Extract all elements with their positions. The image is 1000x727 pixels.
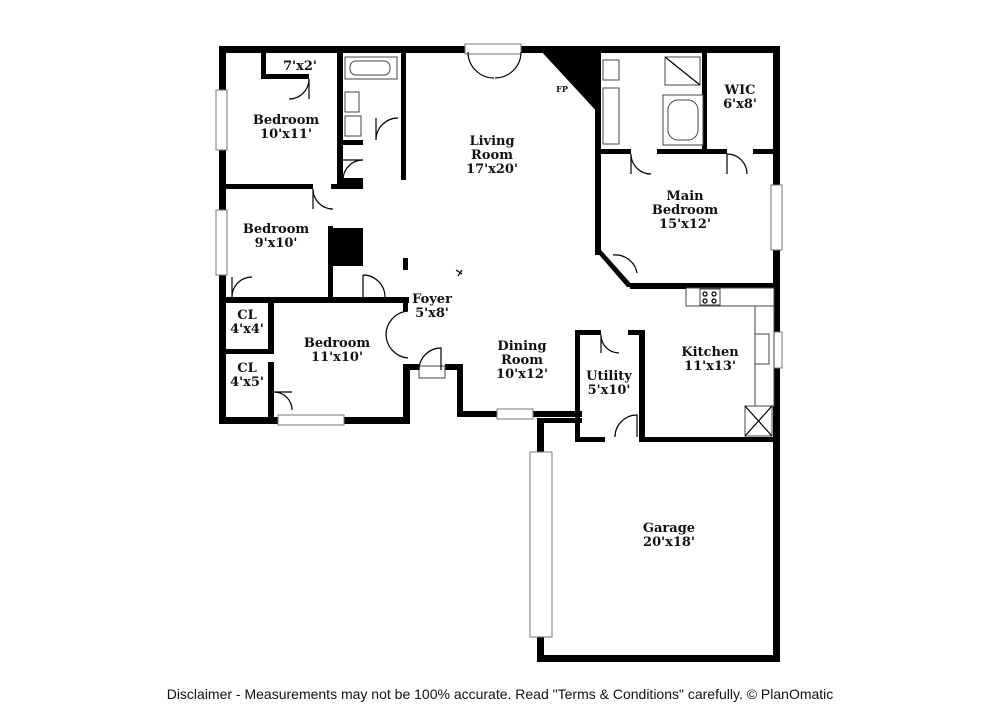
sink bbox=[344, 115, 362, 137]
wic-dim: 6'x8' bbox=[723, 97, 757, 112]
utility-name: Utility bbox=[586, 369, 632, 384]
disclaimer-text: Disclaimer - Measurements may not be 100… bbox=[166, 686, 834, 702]
bath-closet-dim: 7'x2' bbox=[283, 59, 317, 74]
bedroom-sw-name: Bedroom bbox=[304, 336, 371, 351]
dining-dim: 10'x12' bbox=[496, 367, 548, 382]
living-name: Living bbox=[469, 134, 514, 149]
cl-1-name: CL bbox=[237, 308, 257, 323]
bedroom-nw-dim: 10'x11' bbox=[260, 127, 312, 142]
cl-2-dim: 4'x5' bbox=[230, 375, 264, 390]
foyer-dim: 5'x8' bbox=[415, 306, 449, 321]
bedroom-nw-name: Bedroom bbox=[253, 113, 320, 128]
kitchen-sink bbox=[754, 333, 770, 365]
garage-name: Garage bbox=[643, 521, 695, 536]
toilet bbox=[344, 91, 360, 113]
bedroom-w-name: Bedroom bbox=[243, 222, 310, 237]
stair-block bbox=[331, 228, 363, 266]
counter bbox=[685, 287, 775, 307]
main-bedroom-name: Main bbox=[666, 189, 704, 204]
kitchen-name: Kitchen bbox=[681, 345, 739, 360]
room-labels: 7'x2' Bedroom 10'x11' Bedroom 9'x10' CL … bbox=[230, 59, 757, 550]
main-bedroom-dim: 15'x12' bbox=[659, 217, 711, 232]
toilet-main bbox=[602, 59, 620, 81]
cl-1-dim: 4'x4' bbox=[230, 322, 264, 337]
main-bedroom-name-2: Bedroom bbox=[652, 203, 719, 218]
dining-name: Dining bbox=[497, 339, 546, 354]
vanity bbox=[602, 87, 620, 145]
living-name-2: Room bbox=[471, 148, 513, 163]
fixtures bbox=[344, 56, 775, 437]
wic-name: WIC bbox=[723, 83, 755, 98]
garage-dim: 20'x18' bbox=[643, 535, 695, 550]
bedroom-w-dim: 9'x10' bbox=[255, 236, 298, 251]
range bbox=[699, 288, 721, 306]
dining-name-2: Room bbox=[501, 353, 543, 368]
living-dim: 17'x20' bbox=[466, 162, 518, 177]
bedroom-sw-dim: 11'x10' bbox=[311, 350, 363, 365]
fireplace-block bbox=[540, 50, 600, 115]
windows bbox=[215, 43, 783, 638]
kitchen-dim: 11'x13' bbox=[684, 359, 736, 374]
utility-dim: 5'x10' bbox=[588, 383, 631, 398]
doors bbox=[231, 51, 748, 438]
foyer-name: Foyer bbox=[412, 292, 452, 307]
interior-walls bbox=[226, 50, 780, 442]
cl-2-name: CL bbox=[237, 361, 257, 376]
fireplace-label: FP bbox=[556, 84, 568, 94]
